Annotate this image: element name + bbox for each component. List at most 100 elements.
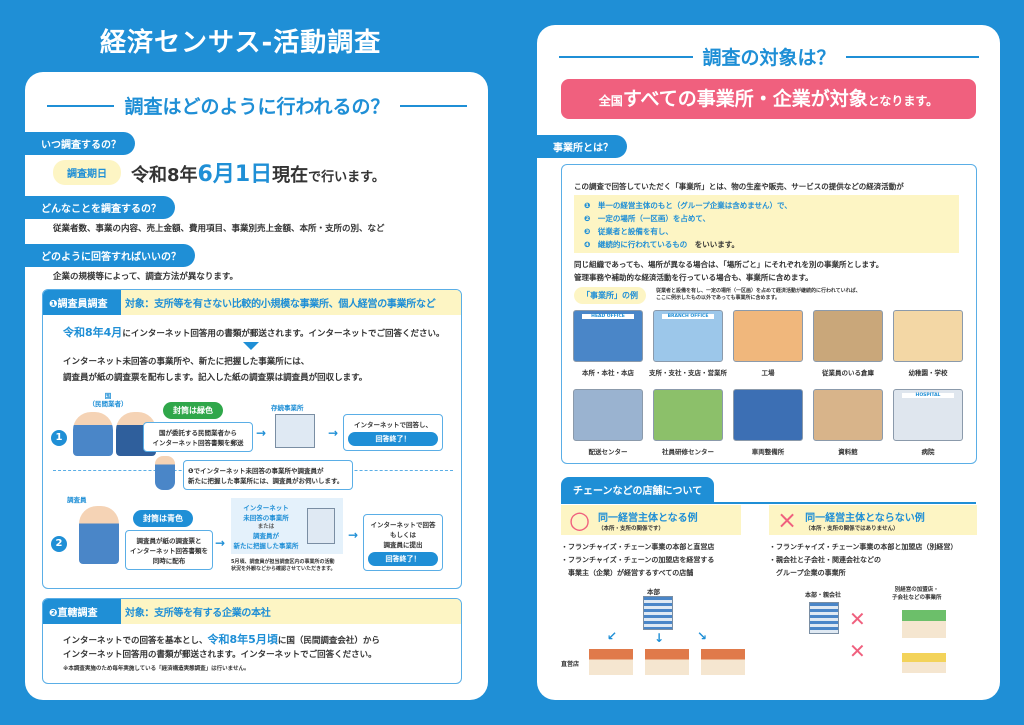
example-item: 資料館 [808,389,888,456]
step-1-result: インターネットで回答し、回答終了！ [343,414,443,451]
destination-note: 5月頃、調査員が担当調査区内の事業所の活動 状況を外観などから確認させていただき… [231,559,336,572]
different-entity-header: × 同一経営主体とならない例（本所・支所の関係ではありません） [769,505,977,535]
condition-item: ❷ 一定の場所（一区画）を占めて、 [584,214,710,223]
step-2-number: 2 [51,536,67,552]
what-is-establishment: 事業所とは？ [537,135,627,158]
different-entity-list: ・フランチャイズ・チェーン事業の本部と加盟店（別経営）・親会社と子会社・関連会社… [769,541,957,580]
example-label: 配送センター [588,448,628,456]
example-label: 工場 [761,369,775,377]
step-1-result-text: インターネットで回答し、 [354,421,432,429]
other-entity-label: 別経営の加盟店・ 子会社などの事業所 [892,587,942,601]
stores-label: 直営店 [561,661,580,668]
period-label: 調査期日 [53,159,121,185]
step-2-result-text: インターネットで回答 もしくは 調査員に提出 [370,521,436,549]
different-entity-sub: （本所・支所の関係ではありません） [805,525,899,532]
step-1-number: 1 [51,430,67,446]
chain-heading: チェーンなどの店舗について [561,477,715,502]
chain-heading-bar: チェーンなどの店舗について [561,477,976,504]
example-grid: HEAD OFFICE 本所・本社・本店 BRANCH OFFICE 支所・支社・支店… [568,310,968,456]
example-label: 従業員のいる倉庫 [822,369,874,377]
conditions-list: ❶ 単一の経営主体のもと（グループ企業は含めません）で、 ❷ 一定の場所（一区画… [574,195,959,253]
building-illustration: BRANCH OFFICE [653,310,723,362]
building-illustration [893,310,963,362]
example-label: 資料館 [838,448,858,456]
building-illustration [653,389,723,441]
method-2-box: ❷直轄調査対象：支所等を有する企業の本社 インターネットでの回答を基本とし、令和… [42,598,462,684]
building-illustration [813,389,883,441]
right-heading-text: 調査の対象は？ [702,47,836,69]
establishment-definition-box: この調査で回答していただく「事業所」とは、物の生産や販売、サービスの提供などの経… [561,164,977,464]
conditions-suffix: をいいます。 [694,240,740,249]
office-building-illustration [275,414,315,448]
step-2-actor: 調査員 [67,496,87,504]
same-entity-header: ○ 同一経営主体となる例（本所・支所の関係です） [561,505,741,535]
m1-line3: 調査員が紙の調査票を配布します。記入した紙の調査票は調査員が回収します。 [63,373,368,383]
method-2-label: ❷直轄調査 [43,599,121,624]
example-label: 支所・支社・支店・営業所 [649,369,727,377]
list-item: ・フランチャイズ・チェーン事業の本部と加盟店（別経営） [769,543,958,551]
example-label: 車両整備所 [751,448,785,456]
step-2-distribute-box: 調査員が紙の調査票と インターネット回答書類を 同時に配布 [125,530,213,570]
right-panel: 調査の対象は？ 全国すべての事業所・企業が対象となります。 事業所とは？ この調… [537,25,1000,700]
building-illustration: HOSPITAL [893,389,963,441]
m2-line1-pre: インターネットでの回答を基本とし、 [63,636,208,646]
step-1-mail-box: 国が委託する民間業者から インターネット回答書類を郵送 [143,422,253,452]
arrow-icon: ↘ [697,629,708,643]
direct-stores-illustration [589,649,745,675]
arrow-icon: → [348,528,359,542]
dest-unanswered: インターネット 未回答の事業所 [243,504,289,522]
method-1-box: ❶調査員調査対象：支所等を有さない比較的小規模な事業所、個人経営の事業所など 令… [42,289,462,589]
cross-icon: ✕ [849,607,866,631]
building-illustration [573,389,643,441]
target-banner: 全国すべての事業所・企業が対象となります。 [561,79,976,119]
step-2-done-badge: 回答終了！ [368,552,438,566]
date-month: 6月 [197,162,235,187]
date-post: 現在 [272,165,309,186]
step-2-destination: インターネット 未回答の事業所 または 調査員が 新たに把握した事業所 [231,498,343,554]
definition-para-2: 管理事務や補助的な経済活動を行っている場合も、事業所に含めます。 [574,273,813,282]
visit-note: ❶でインターネット未回答の事業所や調査員が 新たに把握した事業所には、調査員がお… [183,460,353,490]
building-illustration [733,389,803,441]
m2-line1-post: に国（民間調査会社）から [277,636,380,646]
example-label: 本所・本社・本店 [582,369,634,377]
method-1-target: 対象：支所等を有さない比較的小規模な事業所、個人経営の事業所など [121,290,461,315]
survey-date: 調査期日 令和8年6月1日現在で行います。 [53,156,385,188]
building-illustration: HEAD OFFICE [573,310,643,362]
example-item: 社員研修センター [648,389,728,456]
dest-or: または [257,524,275,530]
banner-small-2: となります。 [867,94,939,108]
list-item: ・フランチャイズ・チェーン事業の本部と直営店 [561,543,715,551]
m2-line2: インターネット回答用の書類が郵送されます。インターネットでご回答ください。 [63,650,377,660]
left-panel: 調査はどのように行われるの？ いつ調査するの？ 調査期日 令和8年6月1日現在で… [25,72,488,700]
example-item: 車両整備所 [728,389,808,456]
envelope-blue-badge: 封筒は青色 [133,510,193,527]
method-2-target: 対象：支所等を有する企業の本社 [121,599,461,624]
definition-para-1: 同じ組織であっても、場所が異なる場合は、「場所ごと」にそれぞれを別の事業所としま… [574,260,884,269]
walking-surveyor-illustration [155,456,175,490]
example-label: 社員研修センター [662,448,714,456]
condition-item: ❶ 単一の経営主体のもと（グループ企業は含めません）で、 [584,201,792,210]
right-heading: 調査の対象は？ [559,43,980,70]
date-day: 1日 [234,162,273,187]
example-item: 工場 [728,310,808,377]
parent-company-illustration [809,602,839,634]
example-item: 従業員のいる倉庫 [808,310,888,377]
circle-icon: ○ [569,506,590,534]
m1-line1: にインターネット回答用の書類が郵送されます。インターネットでご回答ください。 [122,329,445,339]
example-item: 幼稚園・学校 [888,310,968,377]
condition-item: ❹ 継続的に行われているもの をいいます。 [584,240,740,249]
m1-line2: インターネット未回答の事業所や、新たに把握した事業所には、 [63,357,310,367]
example-item: HEAD OFFICE 本所・本社・本店 [568,310,648,377]
example-label: 幼稚園・学校 [908,369,948,377]
example-item: 配送センター [568,389,648,456]
store-icon [645,649,689,675]
hq-label: 本部 [647,588,660,596]
question-what: どんなことを調査するの？ [25,196,175,219]
step-2-result: インターネットで回答 もしくは 調査員に提出回答終了！ [363,514,443,571]
banner-main: すべての事業所・企業が対象 [622,88,868,110]
definition-intro: この調査で回答していただく「事業所」とは、物の生産や販売、サービスの提供などの経… [574,182,904,191]
building-sign: HOSPITAL [902,393,954,398]
arrow-icon: → [328,426,339,440]
arrow-icon: → [256,426,267,440]
